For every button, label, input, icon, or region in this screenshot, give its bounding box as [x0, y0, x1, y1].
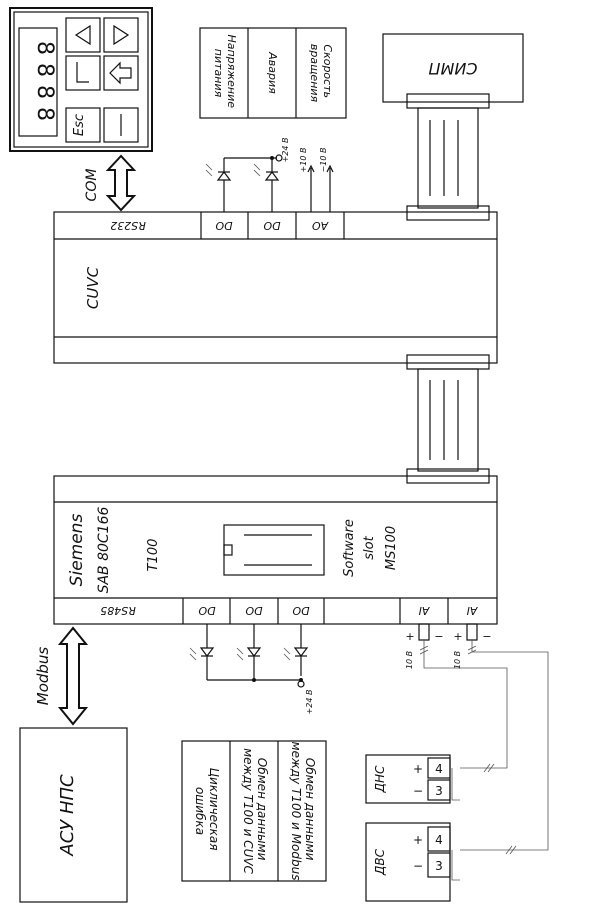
- dvs-terminal-3: 3: [435, 859, 443, 873]
- legend-exchange-cuvc: Обмен данными между T100 и CUVC: [241, 748, 269, 874]
- esc-button[interactable]: Esc: [65, 107, 101, 143]
- top-plus24-label: +24 В: [281, 138, 290, 163]
- com-arrow: [105, 154, 137, 212]
- simp-label: СИМП: [429, 59, 478, 78]
- svg-text:8: 8: [32, 41, 57, 55]
- plus10-label: +10 В: [299, 148, 308, 173]
- t100-do-label-2: DO: [245, 604, 262, 617]
- enter-button[interactable]: [65, 55, 101, 91]
- t100-ai-label-2: AI: [467, 604, 479, 617]
- top-led-wiring: +24 В +10 В −10 В: [205, 138, 334, 212]
- asu-label: АСУ НПС: [57, 774, 78, 857]
- ai2-minus: −: [482, 630, 491, 643]
- ribbon-cable-middle: [406, 354, 490, 484]
- bottom-led-wiring: +24 В: [189, 624, 314, 715]
- com-label: COM: [84, 169, 100, 202]
- dns-terminal-4: 4: [435, 762, 443, 776]
- slot-label: slot: [362, 535, 377, 559]
- led-icon-3: [199, 647, 215, 657]
- svg-text:8: 8: [32, 107, 57, 121]
- bottom-indicator-legend: Циклическая ошибка Обмен данными между T…: [181, 740, 327, 882]
- operator-panel: 8 8 8 8 Esc: [9, 7, 153, 152]
- ai1-plus: +: [405, 630, 414, 643]
- modbus-arrow: [57, 626, 89, 726]
- dvs-plus: +: [413, 833, 423, 847]
- enter-icon: [76, 62, 89, 83]
- sab-label: SAB 80C166: [96, 506, 112, 593]
- left-arrow-button[interactable]: [65, 17, 101, 53]
- rs485-label: RS485: [100, 604, 136, 617]
- t100-module: RS485 DO DO DO AI AI Siemens SAB 80C166 …: [53, 475, 498, 625]
- cuvc-label: CUVC: [84, 266, 102, 309]
- t100-do-label-1: DO: [198, 604, 215, 617]
- analog-input-wiring: + − + − 10 В 10 В: [405, 623, 549, 881]
- dns-terminal-3: 3: [435, 784, 443, 798]
- triangle-left-icon: [74, 24, 91, 46]
- esc-label: Esc: [72, 114, 87, 136]
- asu-nps-box: АСУ НПС: [19, 727, 128, 903]
- display-digits: 8 8 8 8: [32, 41, 57, 121]
- legend-alarm: Авария: [266, 51, 279, 94]
- dns-minus: −: [413, 784, 423, 798]
- seven-segment-display: [18, 27, 58, 137]
- triangle-right-icon: [113, 24, 130, 46]
- back-button[interactable]: [103, 55, 139, 91]
- software-label: Software: [342, 519, 357, 577]
- rs232-label: RS232: [110, 219, 146, 232]
- led-icon-5: [293, 647, 309, 657]
- minus-button[interactable]: [103, 107, 139, 143]
- cuvc-module: RS232 DO DO AO CUVC: [53, 211, 498, 364]
- dvs-label: ДВС: [373, 848, 387, 876]
- back-arrow-icon: [109, 61, 132, 85]
- ms100-label: MS100: [384, 526, 399, 570]
- dvs-terminal-4: 4: [435, 833, 443, 847]
- t100-label: T100: [146, 539, 161, 572]
- right-arrow-button[interactable]: [103, 17, 139, 53]
- ai1-10v-label: 10 В: [405, 651, 414, 669]
- dvs-sensor: 4 3 + − ДВС: [365, 822, 451, 902]
- dvs-minus: −: [413, 859, 423, 873]
- ai2-plus: +: [453, 630, 462, 643]
- cuvc-do-label-1: DO: [215, 219, 232, 232]
- top-indicator-legend: Напряжение питания Авария Скорость враще…: [199, 27, 347, 119]
- cuvc-ao-label: AO: [312, 219, 330, 232]
- dns-sensor: 4 3 + − ДНС: [365, 754, 451, 804]
- modbus-label: Modbus: [34, 647, 52, 706]
- svg-text:8: 8: [32, 63, 57, 77]
- t100-do-label-3: DO: [292, 604, 309, 617]
- led-icon-2: [264, 171, 280, 181]
- legend-exchange-modbus: Обмен данными между T100 и Modbus: [289, 742, 317, 881]
- minus10-label: −10 В: [319, 148, 328, 173]
- cuvc-do-label-2: DO: [263, 219, 280, 232]
- ai1-minus: −: [434, 630, 443, 643]
- siemens-label: Siemens: [67, 514, 87, 587]
- legend-rotation-speed: Скорость вращения: [308, 44, 334, 103]
- simp-unit: СИМП: [382, 33, 524, 221]
- ai2-10v-label: 10 В: [453, 651, 462, 669]
- t100-ai-label-1: AI: [419, 604, 431, 617]
- dns-label: ДНС: [373, 765, 387, 793]
- software-slot: [223, 524, 325, 576]
- legend-cyclic-error: Циклическая ошибка: [193, 768, 221, 855]
- dns-plus: +: [413, 762, 423, 776]
- svg-text:8: 8: [32, 85, 57, 99]
- led-icon-1: [216, 171, 232, 181]
- legend-supply-voltage: Напряжение питания: [212, 34, 238, 111]
- led-icon-4: [246, 647, 262, 657]
- bottom-plus24-label: +24 В: [305, 690, 314, 715]
